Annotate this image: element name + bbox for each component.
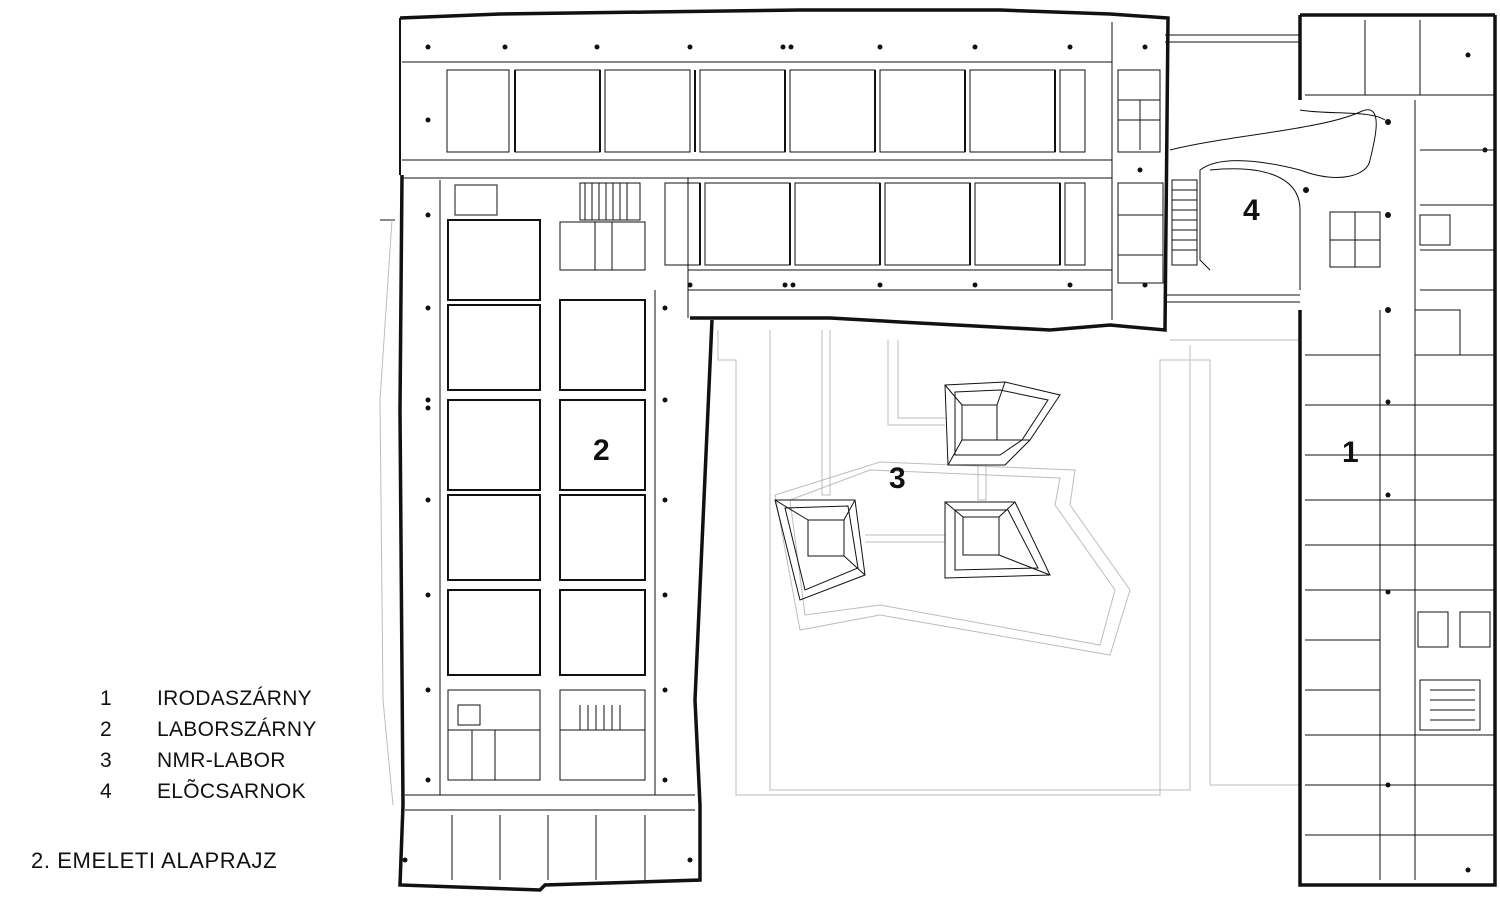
legend: 1 IRODASZÁRNY 2 LABORSZÁRNY 3 NMR-LABOR … (100, 683, 317, 807)
legend-item: 4 ELÕCSARNOK (100, 776, 317, 807)
legend-item: 3 NMR-LABOR (100, 745, 317, 776)
plan-caption: 2. EMELETI ALAPRAJZ (31, 848, 278, 873)
nmr-pod-bottom (944, 501, 1051, 579)
legend-number: 2 (100, 717, 112, 741)
lab-wing-north (399, 8, 1170, 332)
nmr-pod-left (774, 499, 866, 601)
stair-south (447, 689, 646, 781)
structural-columns (402, 44, 1488, 873)
legend-label: ELÕCSARNOK (157, 779, 306, 803)
office-wing (1298, 13, 1497, 887)
nmr-pod-top (944, 381, 1061, 466)
legend-label: LABORSZÁRNY (157, 717, 317, 741)
lab-wing-west (379, 174, 714, 892)
legend-label: IRODASZÁRNY (157, 686, 312, 710)
legend-item: 1 IRODASZÁRNY (100, 683, 317, 714)
legend-number: 3 (100, 748, 112, 772)
nmr-lab-outline (717, 330, 1300, 796)
lobby-lift (1329, 211, 1381, 268)
lobby-stair (1171, 179, 1198, 266)
legend-number: 4 (100, 779, 112, 803)
legend-item: 2 LABORSZÁRNY (100, 714, 317, 745)
zone-label-2: 2 (593, 434, 610, 467)
legend-label: NMR-LABOR (157, 748, 286, 772)
zone-label-1: 1 (1342, 436, 1359, 469)
zone-label-3: 3 (889, 462, 906, 495)
legend-number: 1 (100, 686, 112, 710)
stair-north (454, 182, 646, 271)
zone-label-4: 4 (1243, 194, 1260, 227)
lobby (1165, 34, 1386, 303)
